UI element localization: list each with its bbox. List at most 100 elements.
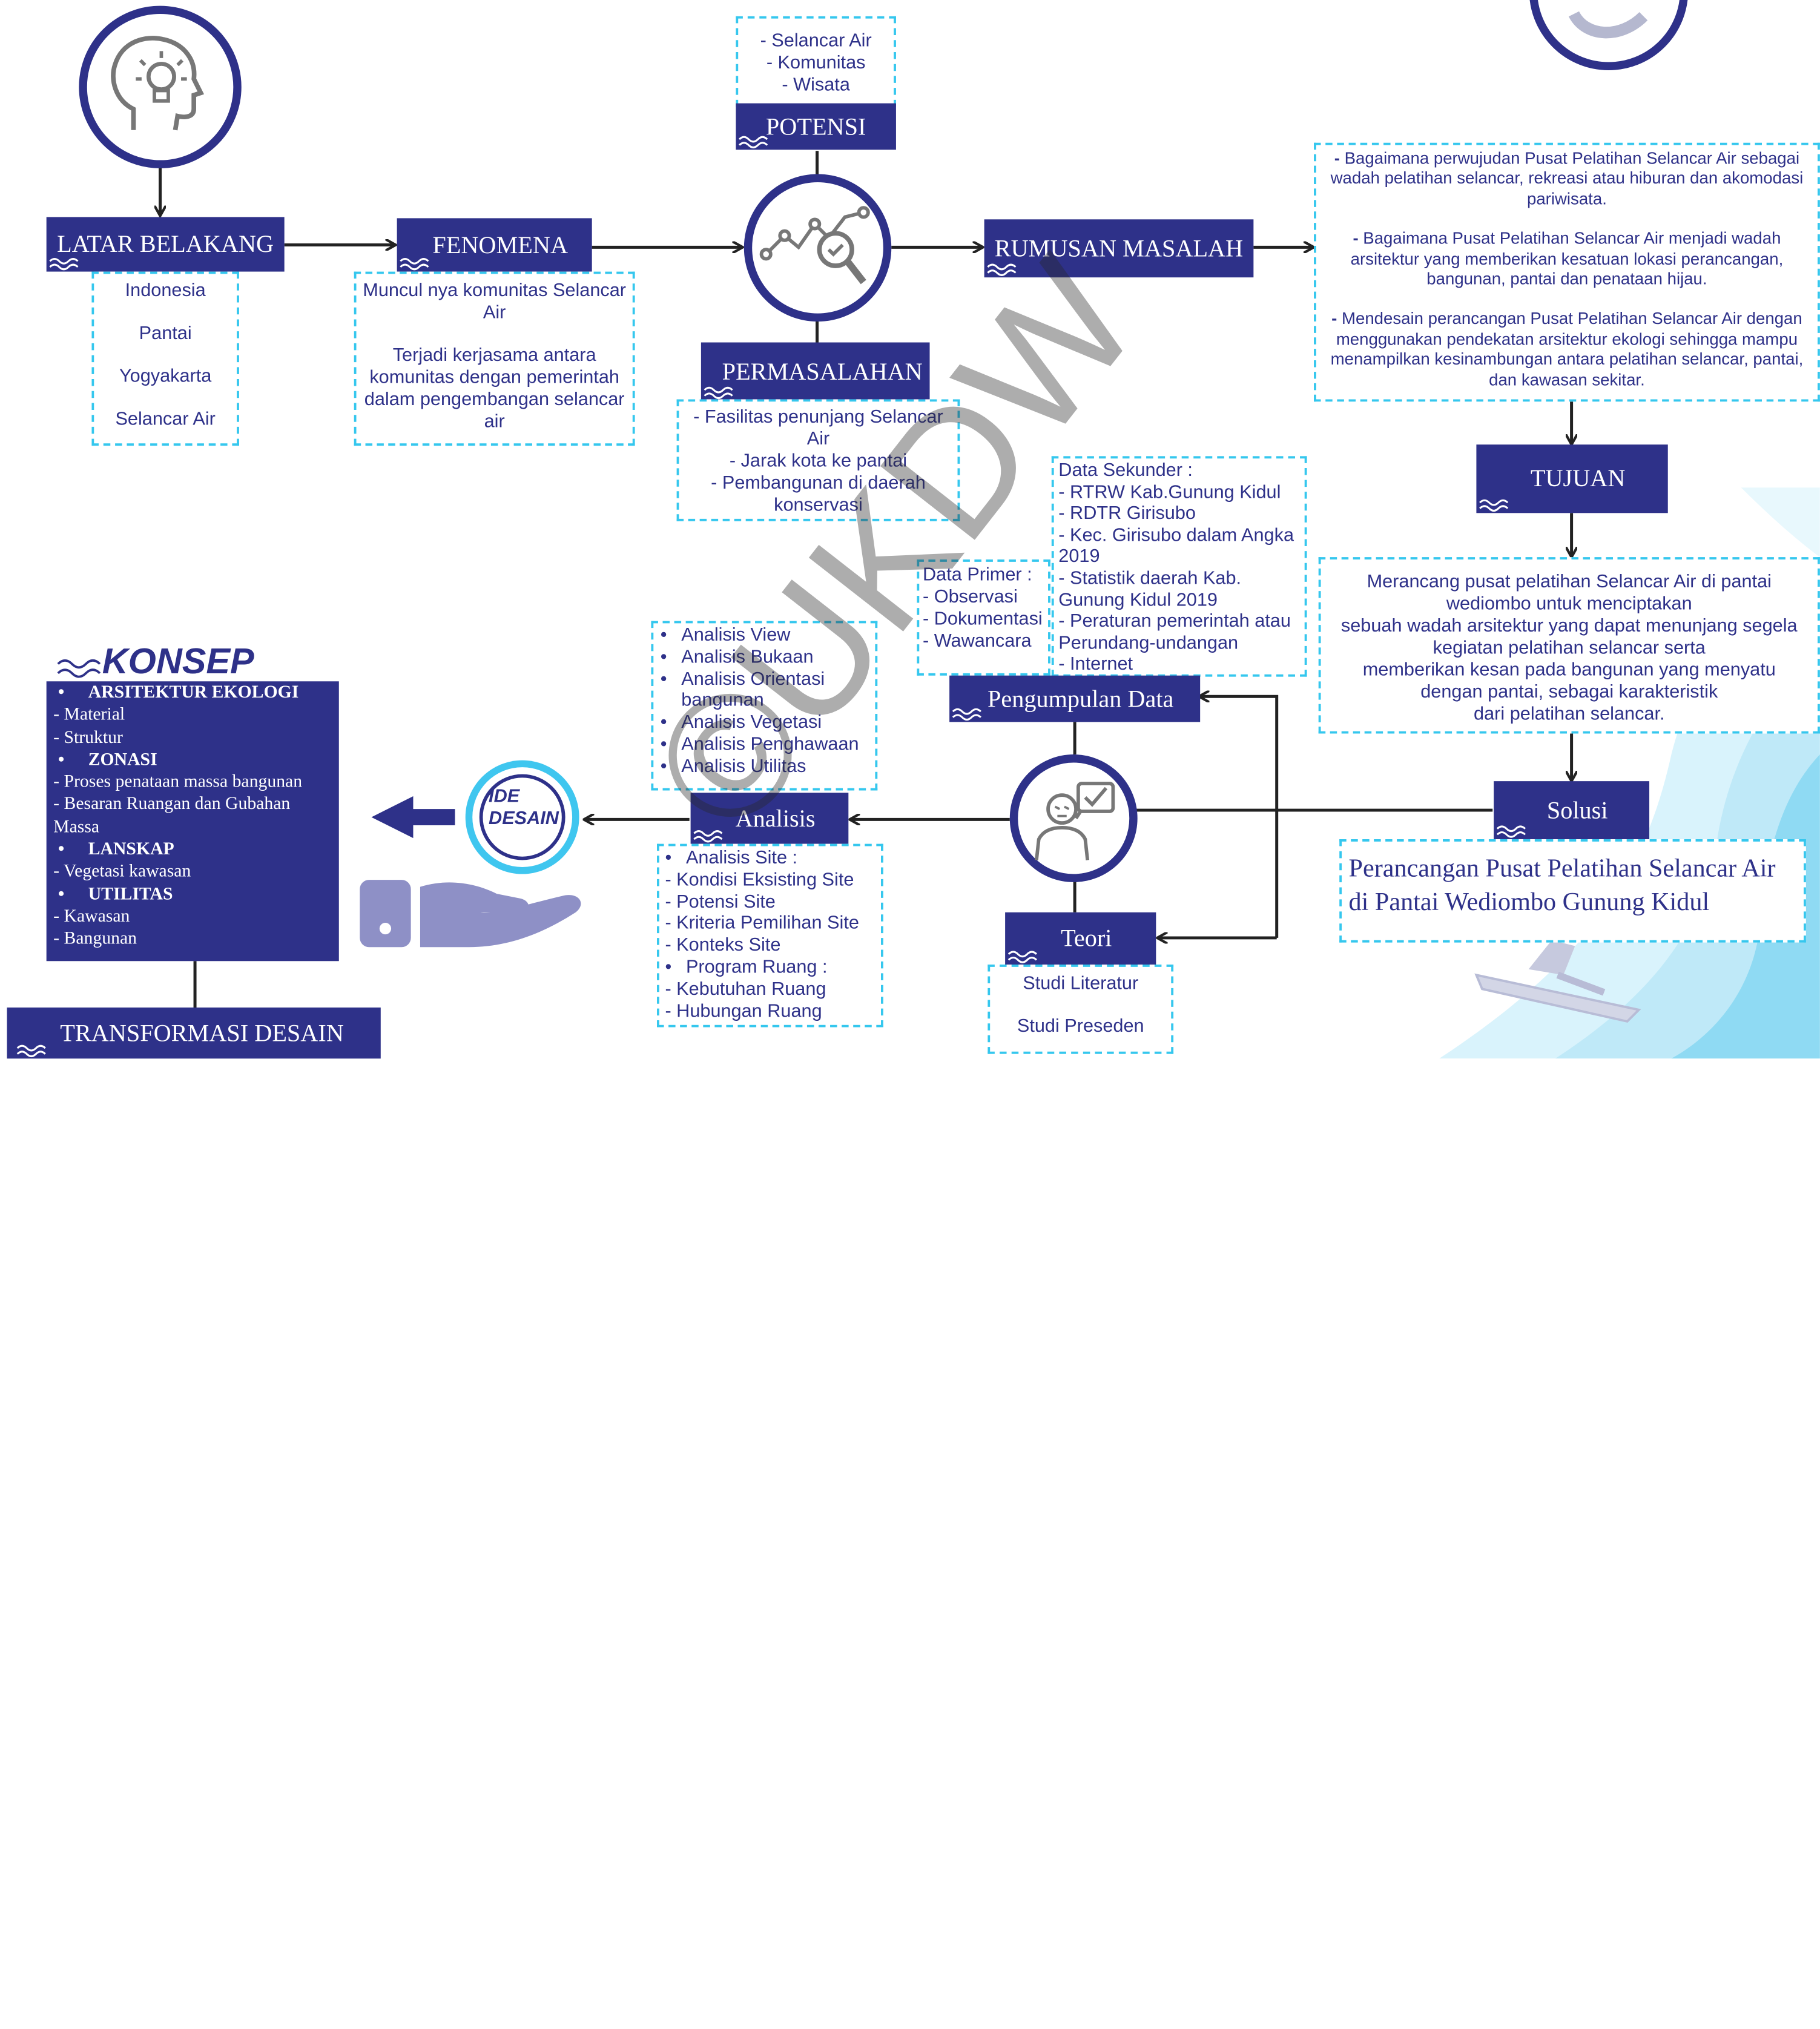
potensi-list: - Selancar Air - Komunitas - Wisata [736, 16, 896, 107]
list-item: - Kondisi Eksisting Site [665, 870, 854, 890]
hand-icon [360, 880, 581, 948]
head-lightbulb-icon [111, 36, 205, 131]
list-item: - Hubungan Ruang [665, 1001, 822, 1021]
latar-belakang-header: LATAR BELAKANG [46, 217, 285, 272]
konsep-item: - Kawasan [53, 906, 130, 926]
list-item: - Bagaimana perwujudan Pusat Pelatihan S… [1330, 150, 1804, 209]
tujuan-line: sebuah wadah arsitektur yang dapat menun… [1340, 616, 1798, 658]
solusi-text: Perancangan Pusat Pelatihan Selancar Air… [1339, 839, 1806, 943]
konsep-item: - Besaran Ruangan dan Gubahan Massa [53, 794, 291, 837]
data-line: - Peraturan pemerintah atau Perundang-un… [1058, 612, 1291, 653]
list-item: Yogyakarta [119, 366, 212, 387]
list-item: •Analisis Orientasi bangunan [660, 669, 825, 711]
list-heading: Analisis Site : [665, 848, 881, 870]
tujuan-line: memberikan kesan pada bangunan yang meny… [1362, 660, 1776, 702]
arrow-left-icon [371, 796, 455, 839]
teori-header: Teori [1005, 912, 1156, 965]
list-item: Studi Preseden [1017, 1017, 1144, 1037]
wave-icon [693, 830, 723, 843]
wave-icon [1529, 0, 1688, 70]
wave-icon [987, 263, 1017, 276]
list-item: Indonesia [125, 280, 206, 301]
list-item: - Potensi Site [665, 892, 776, 912]
data-line: - Wawancara [923, 631, 1032, 652]
data-line: - Internet [1058, 655, 1133, 675]
list-item: - Pembangunan di daerah konservasi [711, 473, 926, 516]
solusi-header: Solusi [1494, 781, 1650, 839]
konsep-title: KONSEP [56, 641, 323, 682]
wave-icon [1496, 825, 1526, 838]
tujuan-line: dari pelatihan selancar. [1474, 704, 1665, 725]
konsep-item: - Material [53, 705, 125, 725]
list-item: - Kriteria Pemilihan Site [665, 914, 859, 934]
data-line: - Observasi [923, 587, 1018, 607]
wave-icon [739, 136, 768, 148]
surfer-icon [1474, 940, 1641, 1023]
permasalahan-list: - Fasilitas penunjang Selancar Air - Jar… [676, 399, 960, 521]
list-item: - Komunitas [766, 53, 866, 73]
fenomena-header: FENOMENA [397, 218, 592, 272]
analisis-header: Analisis [690, 793, 849, 844]
list-item: - Bagaimana Pusat Pelatihan Selancar Air… [1350, 229, 1784, 289]
person-checklist-icon [1035, 782, 1115, 860]
konsep-section-head: ZONASI [53, 748, 332, 771]
list-item: Analisis View [661, 625, 875, 647]
list-item: - Kebutuhan Ruang [665, 979, 826, 1000]
rumusan-masalah-header: RUMUSAN MASALAH [984, 219, 1254, 278]
wave-icon [49, 257, 79, 271]
analisis-site-list: Analisis Site : - Kondisi Eksisting Site… [657, 843, 883, 1028]
data-line: Data Primer : [923, 565, 1032, 586]
fenomena-text: Muncul nya komunitas Selancar Air Terjad… [354, 271, 635, 446]
konsep-item: - Struktur [53, 727, 123, 747]
ide-desain-circle: IDE DESAIN [465, 760, 579, 874]
wave-icon [1007, 951, 1037, 963]
list-item: Selancar Air [115, 409, 216, 430]
list-item: - Mendesain perancangan Pusat Pelatihan … [1330, 310, 1804, 390]
list-item: Analisis Bukaan [661, 647, 875, 669]
wave-icon [704, 386, 733, 400]
konsep-section-head: UTILITAS [53, 883, 332, 905]
list-item: - Fasilitas penunjang Selancar Air [693, 407, 943, 449]
data-line: - RDTR Girisubo [1058, 504, 1196, 524]
list-item: - Selancar Air [760, 31, 872, 51]
transformasi-desain-header: TRANSFORMASI DESAIN [7, 1007, 381, 1059]
desain-label: DESAIN [489, 809, 559, 829]
konsep-item: - Vegetasi kawasan [53, 862, 191, 882]
fenomena-line: Muncul nya komunitas Selancar Air [363, 280, 627, 323]
rumusan-masalah-list: - Bagaimana perwujudan Pusat Pelatihan S… [1314, 142, 1820, 402]
chart-magnifier-icon [759, 206, 870, 285]
research-circle [1009, 754, 1138, 882]
wave-icon [57, 659, 101, 678]
list-heading: Program Ruang : [665, 957, 881, 979]
analysis-circle [743, 174, 892, 322]
konsep-panel: ARSITEKTUR EKOLOGI - Material - Struktur… [46, 681, 339, 962]
fenomena-line: Terjadi kerjasama antara komunitas denga… [364, 346, 625, 432]
data-line: - Kec. Girisubo dalam Angka 2019 [1058, 525, 1294, 567]
potensi-header: POTENSI [736, 103, 896, 150]
list-item: Pantai [139, 323, 192, 344]
list-item: Analisis Utilitas [661, 756, 875, 778]
teori-list: Studi Literatur Studi Preseden [987, 965, 1174, 1054]
data-primer-list: Data Primer : - Observasi - Dokumentasi … [917, 559, 1050, 676]
data-sekunder-list: Data Sekunder : - RTRW Kab.Gunung Kidul … [1051, 456, 1307, 677]
wave-icon [400, 257, 429, 271]
list-item: - Jarak kota ke pantai [729, 451, 908, 472]
wave-icon [952, 708, 981, 721]
list-item: - Konteks Site [665, 935, 781, 956]
data-line: - RTRW Kab.Gunung Kidul [1058, 482, 1281, 503]
list-item: Studi Literatur [1023, 974, 1139, 994]
permasalahan-header: PERMASALAHAN [701, 342, 930, 401]
connectors [0, 151, 1820, 1008]
tujuan-header: TUJUAN [1476, 444, 1668, 513]
list-item: Analisis Vegetasi [661, 713, 875, 734]
latar-circle [79, 5, 242, 168]
list-item: - Wisata [782, 75, 850, 96]
data-line: Data Sekunder : [1058, 461, 1193, 481]
wave-icon [1479, 499, 1509, 512]
konsep-section-head: LANSKAP [53, 838, 332, 860]
konsep-item: - Bangunan [53, 929, 137, 949]
analisis-items-list: Analisis View Analisis Bukaan •Analisis … [651, 621, 878, 791]
pengumpulan-data-header: Pengumpulan Data [949, 675, 1201, 722]
latar-belakang-list: Indonesia Pantai Yogyakarta Selancar Air [91, 271, 239, 446]
